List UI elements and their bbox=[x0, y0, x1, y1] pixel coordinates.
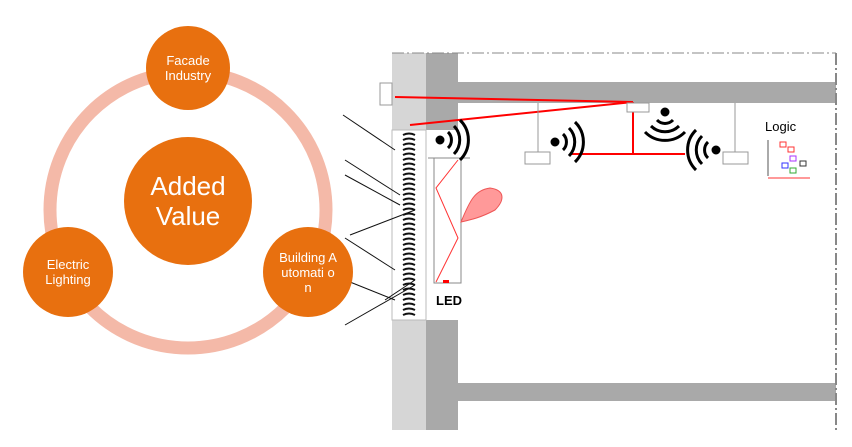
blind-slat bbox=[402, 182, 416, 186]
blinds bbox=[402, 132, 416, 316]
light-guide bbox=[428, 157, 503, 284]
blind-slat bbox=[402, 152, 416, 156]
led-label: LED bbox=[436, 293, 462, 308]
blind-slat bbox=[402, 177, 416, 181]
blind-slat bbox=[402, 302, 416, 306]
building-section bbox=[379, 52, 837, 430]
blind-slat bbox=[402, 222, 416, 226]
blind-slat bbox=[402, 162, 416, 166]
blind-slat bbox=[402, 292, 416, 296]
blind-slat bbox=[402, 262, 416, 266]
blind-slat bbox=[402, 217, 416, 221]
blind-slat bbox=[402, 142, 416, 146]
blind-slat bbox=[402, 252, 416, 256]
cycle-node-electric-lighting: Electric Lighting bbox=[23, 227, 113, 317]
blind-slat bbox=[402, 172, 416, 176]
blind-slat bbox=[402, 207, 416, 211]
blind-slat bbox=[402, 132, 416, 136]
blind-slat bbox=[402, 157, 416, 161]
blind-slat bbox=[402, 312, 416, 316]
cycle-center-added-value: Added Value bbox=[124, 137, 252, 265]
blind-slat bbox=[402, 137, 416, 141]
blind-slat bbox=[402, 187, 416, 191]
blind-slat bbox=[402, 277, 416, 281]
sunlight-arrows bbox=[342, 114, 416, 326]
blind-slat bbox=[402, 267, 416, 271]
blind-slat bbox=[402, 247, 416, 251]
logic-label: Logic bbox=[765, 119, 797, 134]
blind-slat bbox=[402, 272, 416, 276]
wifi-icons bbox=[435, 107, 721, 172]
blind-slat bbox=[402, 167, 416, 171]
cycle-node-building-automation: Building Automati on bbox=[263, 227, 353, 317]
blind-slat bbox=[402, 192, 416, 196]
sensors bbox=[524, 102, 749, 165]
blind-slat bbox=[402, 232, 416, 236]
blind-slat bbox=[402, 202, 416, 206]
blind-slat bbox=[402, 307, 416, 311]
cycle-node-facade-industry: Facade Industry bbox=[146, 26, 230, 110]
blind-slat bbox=[402, 242, 416, 246]
blind-slat bbox=[402, 147, 416, 151]
logic-circuit-icon bbox=[767, 140, 810, 179]
blind-slat bbox=[402, 257, 416, 261]
signal-lines bbox=[394, 96, 685, 155]
blind-slat bbox=[402, 227, 416, 231]
blind-slat bbox=[402, 297, 416, 301]
blind-slat bbox=[402, 237, 416, 241]
blind-slat bbox=[402, 197, 416, 201]
